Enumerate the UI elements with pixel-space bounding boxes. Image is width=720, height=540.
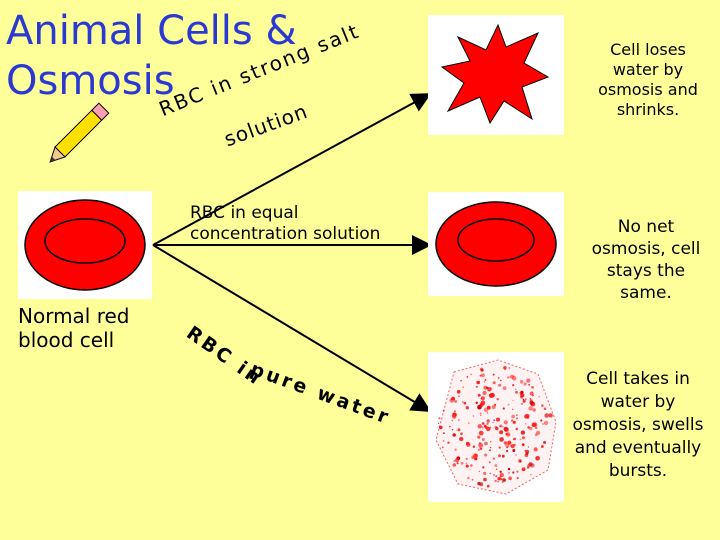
- burst-outcome-text: Cell takes in water by osmosis, swells a…: [568, 368, 708, 483]
- pure-water-label-part2: pure water: [247, 358, 393, 429]
- unchanged-red-blood-cell: [428, 192, 564, 296]
- normal-cell-label: Normal red blood cell: [18, 304, 146, 352]
- shrunk-cell-box: [428, 15, 564, 135]
- equal-concentration-label: RBC in equal concentration solution: [190, 203, 410, 245]
- normal-red-blood-cell: [18, 191, 152, 299]
- unchanged-cell-box: [428, 192, 564, 296]
- title-line-1: Animal Cells &: [6, 8, 297, 54]
- no-change-outcome-text: No net osmosis, cell stays the same.: [584, 216, 708, 304]
- title-line-2: Osmosis: [6, 58, 175, 104]
- slide-title: Animal Cells & Osmosis: [6, 6, 297, 106]
- burst-red-blood-cell: [428, 352, 564, 502]
- normal-cell-box: [18, 191, 152, 299]
- strong-salt-solution: solution: [221, 99, 311, 151]
- shrink-outcome-text: Cell loses water by osmosis and shrinks.: [588, 40, 708, 120]
- burst-cell-box: [428, 352, 564, 502]
- shrunk-red-blood-cell: [428, 15, 564, 135]
